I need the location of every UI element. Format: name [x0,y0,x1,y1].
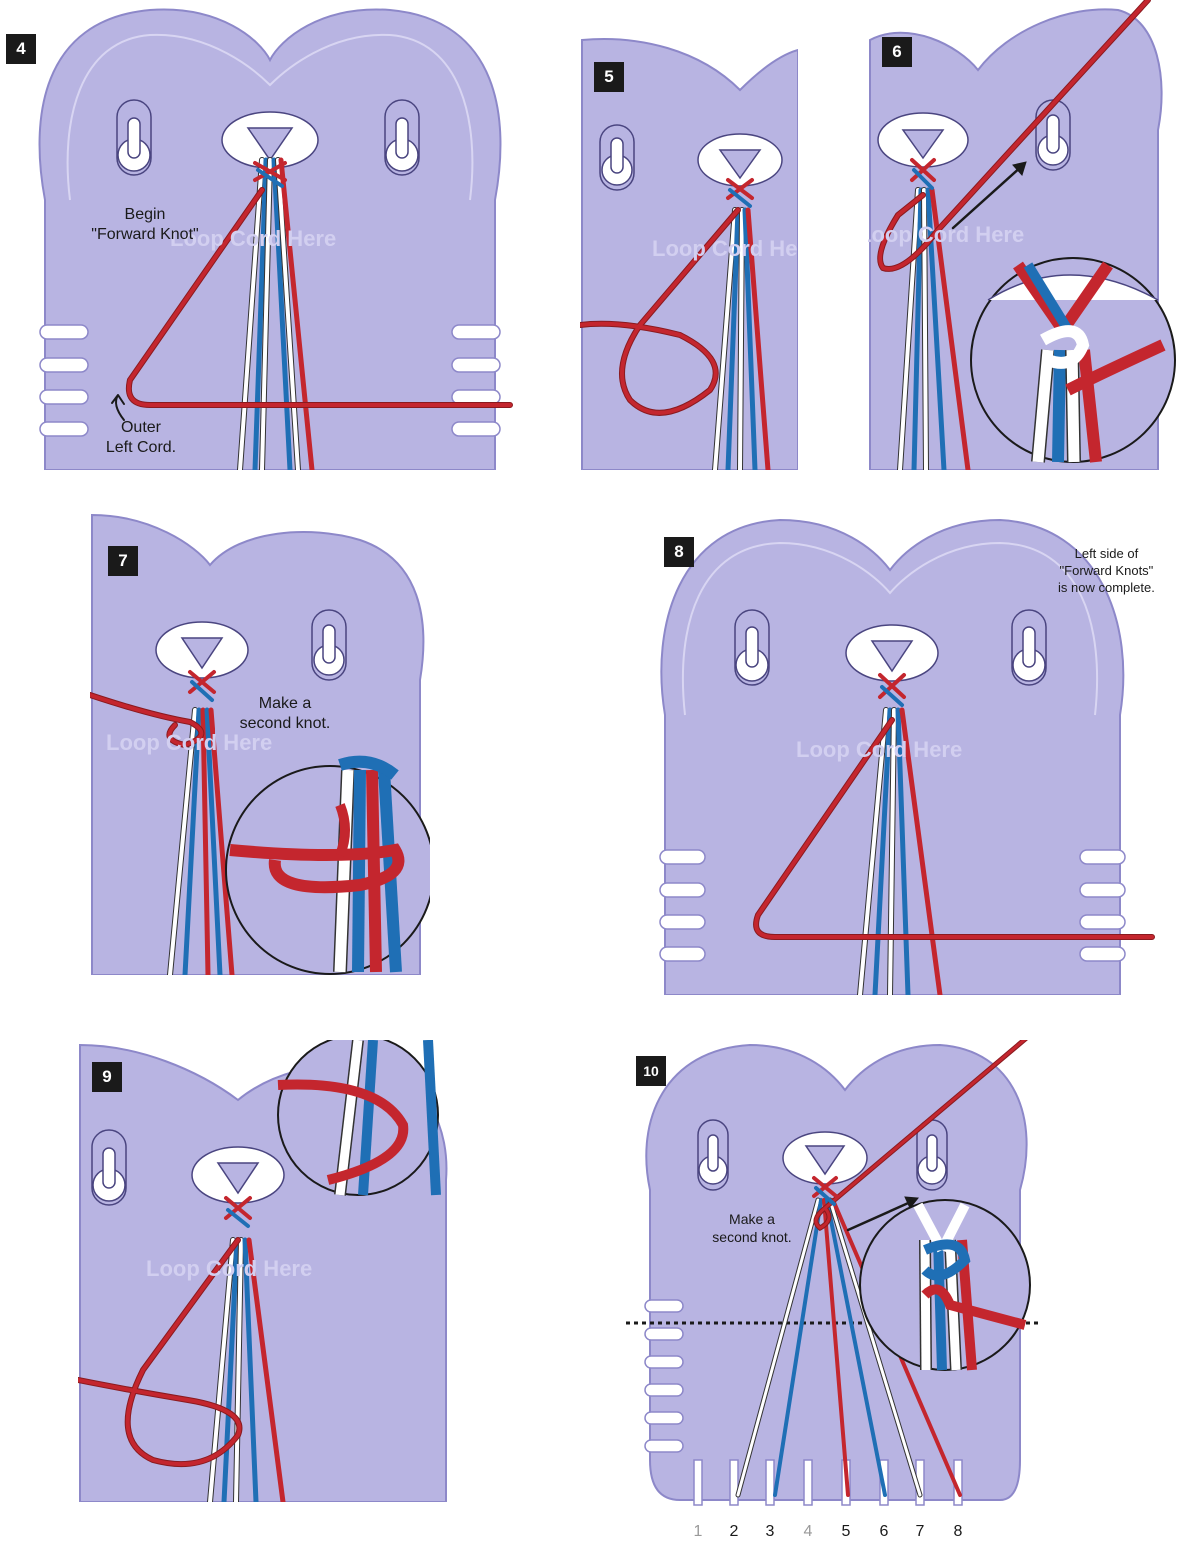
slot-number-5: 5 [836,1523,856,1541]
step-5-panel: 5 Loop Cord Here [580,30,798,470]
step-number-badge: 10 [636,1056,666,1086]
center-loop-slot [783,1132,867,1184]
step-9-panel: 9 Loop Cord Here [78,1040,450,1502]
step-10-diagram [620,1040,1178,1549]
card-watermark: Loop Cord Here [796,737,962,763]
center-loop-slot [878,113,968,167]
zoom-inset [971,258,1175,462]
zoom-inset [860,1200,1030,1370]
step-10-panel: 10 Make a second knot. [620,1040,1178,1549]
second-knot-caption: Make a second knot. [215,694,355,734]
step-7-panel: 7 Loop Cord Here Make a second knot. [90,510,430,975]
step-6-panel: 6 Loop Cord Here [868,0,1178,470]
card-watermark: Loop Cord Here [868,222,1024,248]
slot-number-1: 1 [688,1523,708,1541]
slot-number-7: 7 [910,1523,930,1541]
step-number-badge: 4 [6,34,36,64]
step-number-badge: 8 [664,537,694,567]
center-loop-slot [192,1147,284,1203]
step-4-panel: 4 Loop Cord Here Begin "Forward Knot" Ou… [0,0,520,470]
second-knot-caption: Make a second knot. [702,1210,802,1246]
step-number-badge: 9 [92,1062,122,1092]
card-watermark: Loop Cord Here [652,236,798,262]
slot-number-2: 2 [724,1523,744,1541]
step-number-badge: 5 [594,62,624,92]
slot-number-6: 6 [874,1523,894,1541]
begin-caption: Begin "Forward Knot" [70,205,220,245]
step-number-badge: 6 [882,37,912,67]
left-side-forward-knots-complete: Left side of "Forward Knots" is now comp… [1058,545,1155,596]
slot-number-8: 8 [948,1523,968,1541]
center-loop-slot [698,134,782,186]
center-loop-slot [846,625,938,681]
center-loop-slot [156,622,248,678]
step-number-badge: 7 [108,546,138,576]
card-watermark: Loop Cord Here [146,1256,312,1282]
slot-number-3: 3 [760,1523,780,1541]
zoom-inset [278,1040,438,1195]
slot-number-4: 4 [798,1523,818,1541]
outer-cord-caption: Outer Left Cord. [86,418,196,458]
